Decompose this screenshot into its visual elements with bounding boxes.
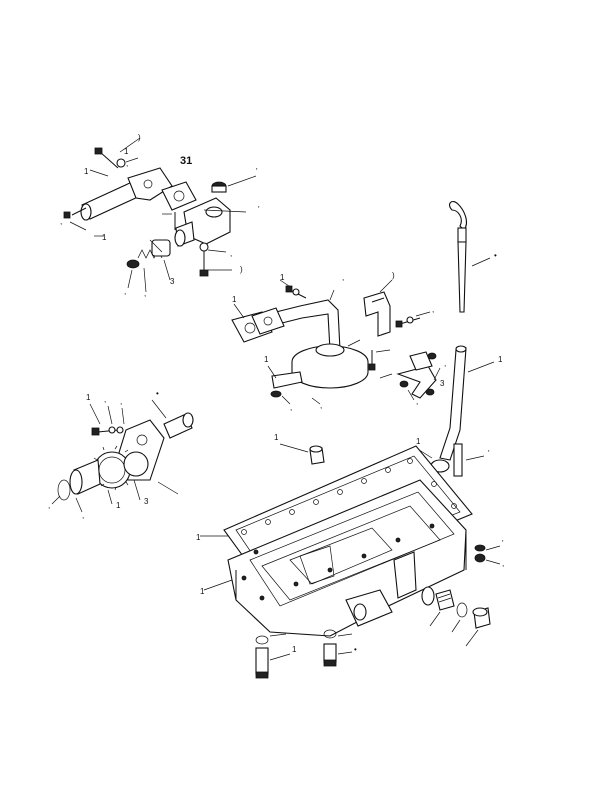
svg-text:3: 3 (170, 277, 175, 286)
svg-text:•: • (354, 645, 357, 654)
svg-text:1: 1 (416, 437, 421, 446)
svg-text:,: , (48, 501, 50, 510)
svg-text:,: , (320, 401, 322, 410)
dipstick-assembly (415, 201, 495, 477)
svg-text:1: 1 (196, 533, 201, 542)
svg-text:,: , (502, 559, 504, 568)
svg-text:1: 1 (116, 501, 121, 510)
svg-text:): ) (138, 133, 141, 142)
svg-text:': ' (258, 205, 260, 214)
oil-strainer-assembly (231, 279, 441, 405)
svg-text:): ) (240, 265, 243, 274)
svg-text:1: 1 (232, 295, 237, 304)
svg-text:1: 1 (84, 167, 89, 176)
svg-text:,: , (124, 287, 126, 296)
svg-text:,: , (444, 359, 446, 368)
oil-pump-inlet-assembly: 31 (63, 137, 257, 293)
svg-text:,: , (144, 289, 146, 298)
svg-text:,: , (120, 397, 122, 406)
svg-text:': ' (488, 449, 490, 458)
svg-text:,: , (416, 397, 418, 406)
callout-marks: ) 1 , 1 ' ' , 1 , ) , , 3 1 , ) 1 , • 1 … (48, 133, 504, 654)
svg-text:,: , (230, 249, 232, 258)
svg-text:1: 1 (264, 355, 269, 364)
svg-text:,: , (290, 403, 292, 412)
oil-pan-assembly (200, 443, 501, 679)
svg-text:': ' (256, 167, 258, 176)
svg-text:,: , (342, 273, 344, 282)
svg-text:,: , (60, 217, 62, 226)
svg-text:1: 1 (498, 355, 503, 364)
svg-text:•: • (156, 389, 159, 398)
svg-text:•: • (494, 251, 497, 260)
idler-gear-assembly (51, 399, 194, 513)
svg-text:3: 3 (144, 497, 149, 506)
svg-text:1: 1 (200, 587, 205, 596)
svg-text:1: 1 (292, 645, 297, 654)
svg-text:1: 1 (86, 393, 91, 402)
svg-text:): ) (392, 271, 395, 280)
svg-text:1: 1 (274, 433, 279, 442)
svg-text:,: , (82, 511, 84, 520)
svg-text:3: 3 (440, 379, 445, 388)
svg-text:,: , (104, 395, 106, 404)
svg-text:1: 1 (280, 273, 285, 282)
svg-text:1: 1 (102, 233, 107, 242)
part-number-31: 31 (180, 155, 192, 167)
svg-text:,: , (126, 159, 128, 168)
svg-text:,: , (432, 305, 434, 314)
svg-text:': ' (502, 539, 504, 548)
svg-text:1: 1 (124, 147, 129, 156)
